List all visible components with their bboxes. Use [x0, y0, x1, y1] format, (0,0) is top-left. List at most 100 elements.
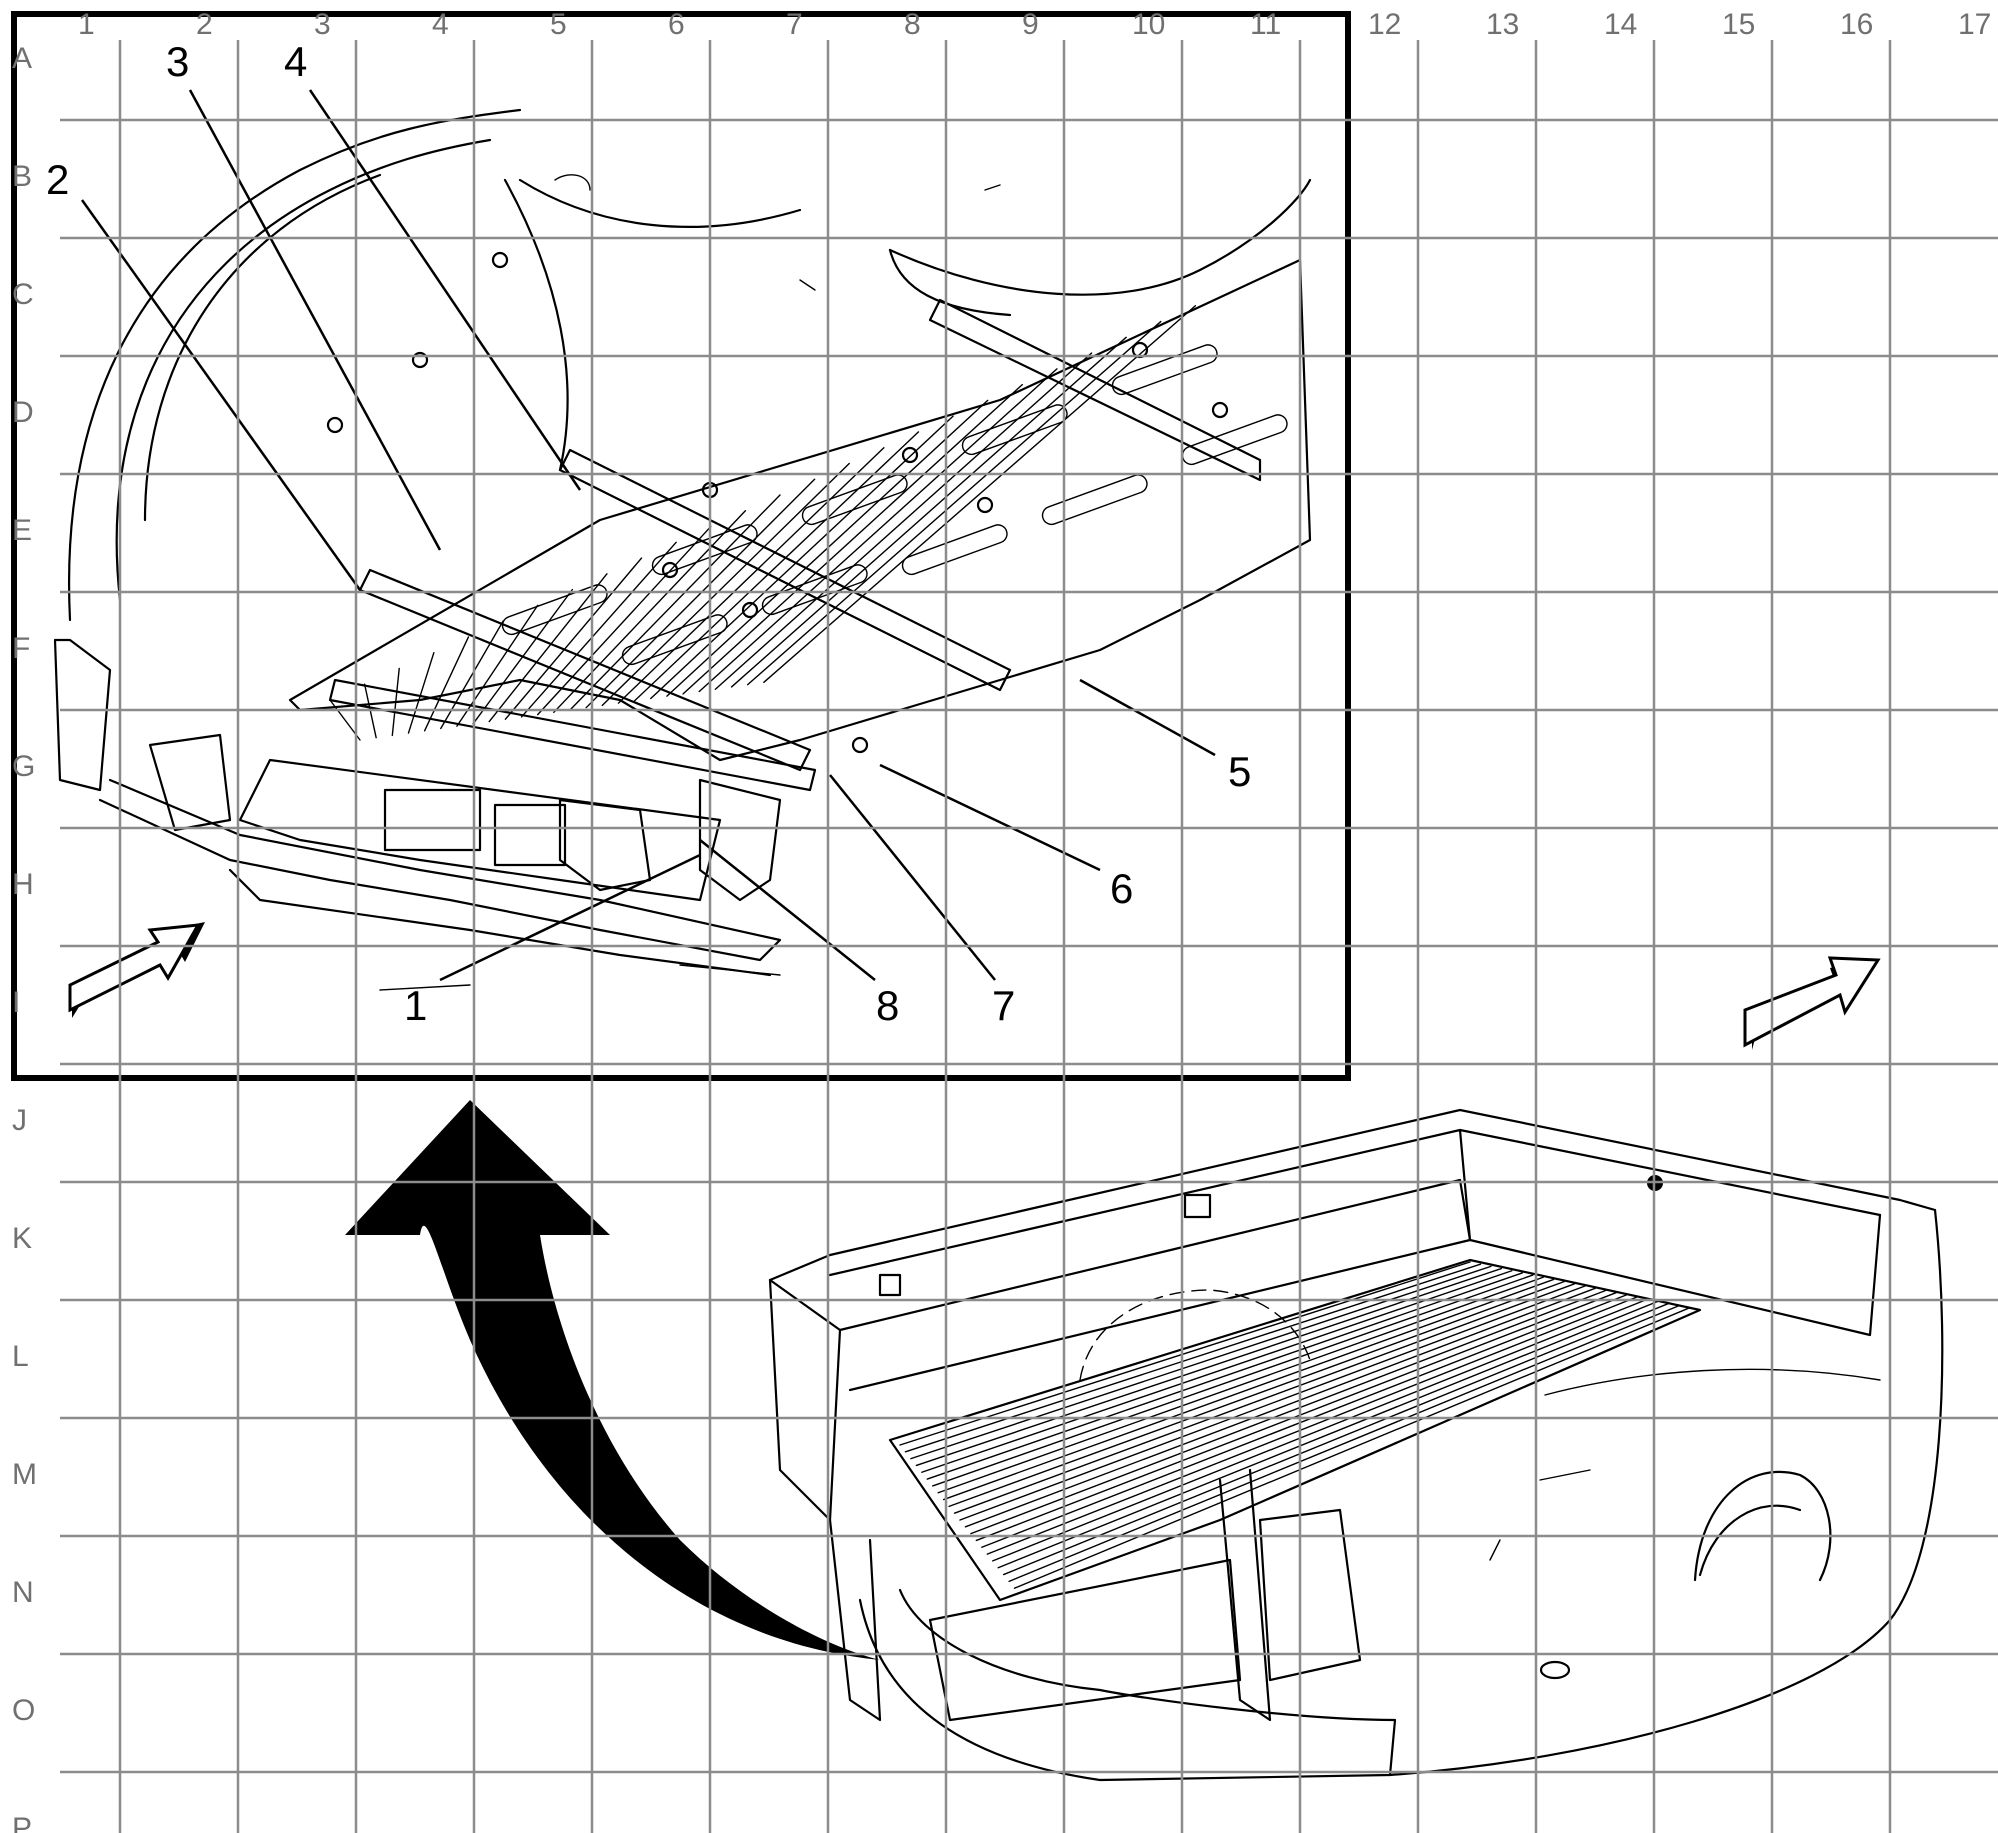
inset-license-pocket — [383, 788, 482, 852]
grid-row-label: C — [12, 278, 34, 311]
bed-floor-ribs — [899, 1261, 1691, 1589]
leader-3 — [188, 89, 442, 551]
grid-row-label: E — [12, 514, 32, 547]
bed-floor-rib-line — [948, 1280, 1565, 1508]
inset-wheelhouse-inner — [143, 173, 382, 522]
bed-rear-bumper — [858, 1588, 1397, 1782]
grid-row-label: P — [12, 1812, 32, 1833]
grid-row-label: A — [12, 42, 32, 75]
inset-tail-panel — [238, 758, 722, 902]
floor-rib-line — [391, 667, 400, 737]
bed-floor-rib-line — [904, 1263, 1482, 1453]
bed-floor-rib-line — [992, 1298, 1649, 1562]
fastener — [741, 601, 759, 619]
floor-rib-line — [585, 478, 816, 709]
grid-row-label: M — [12, 1458, 37, 1491]
leader-7 — [829, 774, 996, 981]
floor-slot — [901, 524, 1008, 576]
grid-column-label: 9 — [1022, 8, 1039, 41]
bed-floor-rib-line — [953, 1283, 1576, 1514]
bed-floor-rib-line — [899, 1261, 1471, 1446]
floor-rib-line — [423, 636, 470, 732]
floor-rib-line — [746, 320, 1162, 686]
bed-right-fender — [1388, 1208, 1944, 1777]
floor-slot — [621, 614, 728, 666]
grid-row-label: F — [12, 632, 30, 665]
bed-left-inner-wall — [838, 1178, 1472, 1392]
bed-stake-pocket-left-2 — [878, 1273, 902, 1297]
inset-license-pocket-2 — [493, 803, 567, 867]
fastener — [851, 736, 869, 754]
inset-inner-arch — [503, 178, 569, 472]
callout-label-2: 2 — [46, 156, 69, 203]
callout-label-3: 3 — [166, 38, 189, 85]
fastener — [976, 496, 994, 514]
grid-column-label: 10 — [1132, 8, 1165, 41]
bed-floor-rib-line — [997, 1300, 1659, 1569]
leader-2 — [80, 199, 362, 591]
grid-row-label: N — [12, 1576, 34, 1609]
inset-right-bracket — [698, 778, 782, 902]
bed-floor-rib-line — [1013, 1307, 1691, 1589]
bed-floor-rib-line — [981, 1294, 1628, 1548]
callout-label-8: 8 — [876, 982, 899, 1029]
bed-tail-panel — [928, 1558, 1242, 1722]
bed-floor-rib-line — [926, 1272, 1523, 1480]
inset-detail-view — [11, 11, 1881, 1081]
fastener — [1211, 401, 1229, 419]
grid-column-label: 16 — [1840, 8, 1873, 41]
bed-top-rail-inner — [828, 1128, 1882, 1277]
inset-view-arrow-left — [68, 922, 205, 1018]
grid-column-label: 12 — [1368, 8, 1401, 41]
floor-rib-line — [536, 525, 712, 716]
bed-tailgate-left-post — [828, 1518, 882, 1722]
inset-bed-floor-outline — [288, 258, 1312, 762]
callout-label-5: 5 — [1228, 748, 1251, 795]
grid-column-label: 13 — [1486, 8, 1519, 41]
bed-wheel-arch — [1693, 1470, 1832, 1582]
floor-slot — [761, 564, 868, 616]
grid-row-label: B — [12, 160, 32, 193]
grid-row-label: D — [12, 396, 34, 429]
grid-row-label: I — [12, 986, 20, 1019]
grid-column-label: 11 — [1250, 8, 1281, 41]
grid-column-label: 2 — [196, 8, 213, 41]
bed-tailgate-right-post — [1218, 1468, 1272, 1722]
floor-rib-line — [617, 446, 885, 704]
bed-body-line-b — [1539, 1469, 1591, 1481]
inset-crossmember-rear — [358, 568, 812, 772]
leader-5 — [1079, 678, 1216, 757]
fastener — [661, 561, 679, 579]
grid-row-label: J — [12, 1104, 27, 1137]
bed-floor-rib-line — [910, 1265, 1492, 1460]
bed-body-line-c — [1489, 1539, 1501, 1561]
floor-slot — [651, 524, 758, 576]
floor-slot — [1181, 414, 1288, 466]
floor-slot — [1111, 344, 1218, 396]
floor-rib-line — [763, 305, 1197, 684]
grid-column-label: 15 — [1722, 8, 1755, 41]
fastener — [901, 446, 919, 464]
bed-floor-rib-line — [932, 1274, 1534, 1487]
inset-detail-line-c — [799, 279, 816, 291]
view-arrow-right — [1743, 956, 1881, 1050]
inset-floor-ribs — [329, 305, 1197, 741]
grid-row-label: L — [12, 1340, 29, 1373]
inset-detail-line-e — [379, 984, 471, 991]
inset-rear-corner — [53, 638, 112, 792]
inset-detail-line-d — [679, 964, 781, 976]
floor-slot — [801, 474, 908, 526]
callout-label-7: 7 — [992, 982, 1015, 1029]
grid-column-label: 17 — [1958, 8, 1991, 41]
bed-inner-wheelhouse — [1079, 1289, 1311, 1381]
bed-floor-rib-line — [921, 1270, 1513, 1473]
grid-row-label: O — [12, 1694, 35, 1727]
inset-detail-line-a — [554, 174, 591, 191]
bed-floor-rib-line — [975, 1291, 1618, 1542]
bed-stake-pocket-left — [1183, 1193, 1212, 1219]
inset-rear-sill — [328, 678, 817, 792]
floor-rib-line — [682, 383, 1024, 695]
floor-rib-line — [730, 336, 1127, 688]
floor-rib-line — [456, 604, 539, 727]
